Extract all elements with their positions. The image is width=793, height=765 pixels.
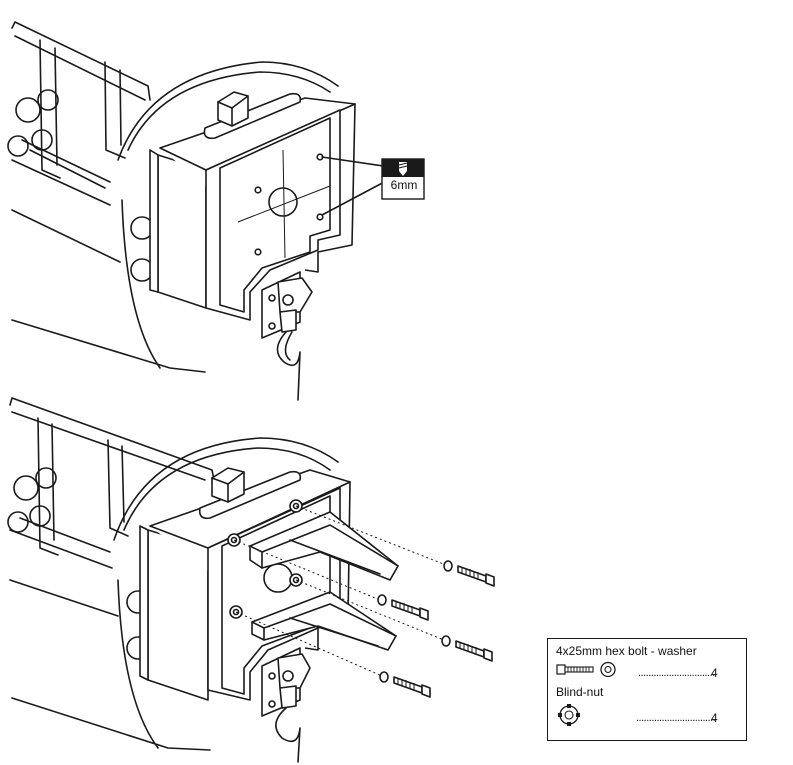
wall-arm-upper	[249, 511, 399, 581]
washer	[443, 560, 453, 572]
part-qty-blind-nut: 4	[711, 711, 718, 725]
step-1-drilling-illustration	[7, 21, 425, 401]
speaker-enclosure-top	[7, 21, 339, 373]
part-name-bolt: 4x25mm hex bolt - washer	[556, 644, 697, 658]
hex-bolt	[393, 676, 431, 698]
hex-bolt-icon	[556, 661, 616, 677]
part-qty-bolt: 4	[711, 666, 718, 680]
part-name-blind-nut: Blind-nut	[556, 685, 604, 699]
pilot-hole	[254, 186, 262, 194]
mounting-bracket-bottom	[139, 467, 399, 763]
hex-bolt-washer-set	[377, 560, 495, 698]
pilot-hole	[254, 248, 262, 256]
hex-bolt	[457, 565, 495, 587]
step-2-bracket-mounting-illustration	[7, 397, 495, 763]
washer	[379, 671, 389, 683]
drill-size-label: 6mm	[390, 178, 418, 192]
part-leader-blind-nut: ...............................	[636, 712, 716, 724]
part-leader-bolt: ..............................	[638, 667, 715, 679]
blind-nut-icon	[558, 704, 580, 726]
parts-list: 4x25mm hex bolt - washer ...............…	[547, 638, 747, 741]
assembly-guide-lines	[233, 505, 447, 677]
mounting-bracket-top	[149, 91, 356, 401]
hex-bolt	[455, 640, 493, 662]
drill-callout	[321, 156, 425, 216]
drill-bit-icon	[398, 162, 408, 176]
speaker-enclosure-bottom	[7, 397, 339, 751]
hex-bolt	[391, 599, 429, 621]
washer	[377, 594, 387, 606]
pilot-hole	[316, 213, 324, 221]
wall-arm-lower	[251, 591, 397, 651]
washer	[441, 635, 451, 647]
